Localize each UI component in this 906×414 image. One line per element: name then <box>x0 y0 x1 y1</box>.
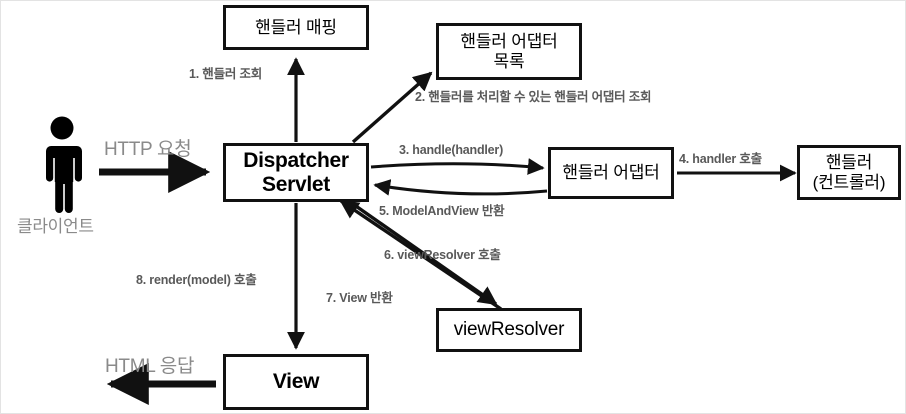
step-label-3: 3. handle(handler) <box>399 143 504 157</box>
step-label-5: 5. ModelAndView 반환 <box>379 204 505 218</box>
edge-label-http-request: HTTP 요청 <box>104 139 192 160</box>
node-dispatcher-servlet[interactable]: Dispatcher Servlet <box>223 143 369 202</box>
node-handler-controller-label-2: (컨트롤러) <box>812 172 886 192</box>
person-icon <box>46 116 82 213</box>
arrow-step5-modelandview <box>373 179 548 196</box>
node-view[interactable]: View <box>223 354 369 410</box>
step-label-8: 8. render(model) 호출 <box>136 273 257 287</box>
node-handler-adapter[interactable]: 핸들러 어댑터 <box>548 147 674 199</box>
node-handler-adapter-list-label-2: 목록 <box>493 51 525 71</box>
actor-label: 클라이언트 <box>17 217 94 236</box>
step-label-2: 2. 핸들러를 처리할 수 있는 핸들러 어댑터 조회 <box>415 90 652 104</box>
node-handler-adapter-list[interactable]: 핸들러 어댑터 목록 <box>436 23 582 80</box>
step-label-6: 6. viewResolver 호출 <box>384 248 501 262</box>
node-dispatcher-servlet-label-1: Dispatcher <box>243 148 349 172</box>
arrow-step7-view-return <box>339 199 502 311</box>
node-dispatcher-servlet-label-2: Servlet <box>262 172 330 196</box>
step-label-1: 1. 핸들러 조회 <box>189 67 263 81</box>
step-label-4: 4. handler 호출 <box>679 152 762 166</box>
arrow-step6-viewresolver-call <box>352 202 498 306</box>
arrow-step3-handle <box>370 158 545 175</box>
edge-label-html-response: HTML 응답 <box>105 356 195 377</box>
node-handler-controller[interactable]: 핸들러 (컨트롤러) <box>797 145 901 200</box>
step-label-7: 7. View 반환 <box>326 291 393 305</box>
node-handler-controller-label-1: 핸들러 <box>825 153 873 173</box>
node-handler-mapping[interactable]: 핸들러 매핑 <box>223 5 369 50</box>
arrow-step2-adapter-lookup <box>351 71 433 144</box>
node-handler-adapter-list-label-1: 핸들러 어댑터 <box>460 32 558 52</box>
node-view-resolver[interactable]: viewResolver <box>436 308 582 352</box>
node-view-resolver-label: viewResolver <box>453 319 565 341</box>
node-view-label: View <box>272 370 320 394</box>
node-handler-mapping-label: 핸들러 매핑 <box>255 17 337 37</box>
node-handler-adapter-label: 핸들러 어댑터 <box>562 163 660 183</box>
